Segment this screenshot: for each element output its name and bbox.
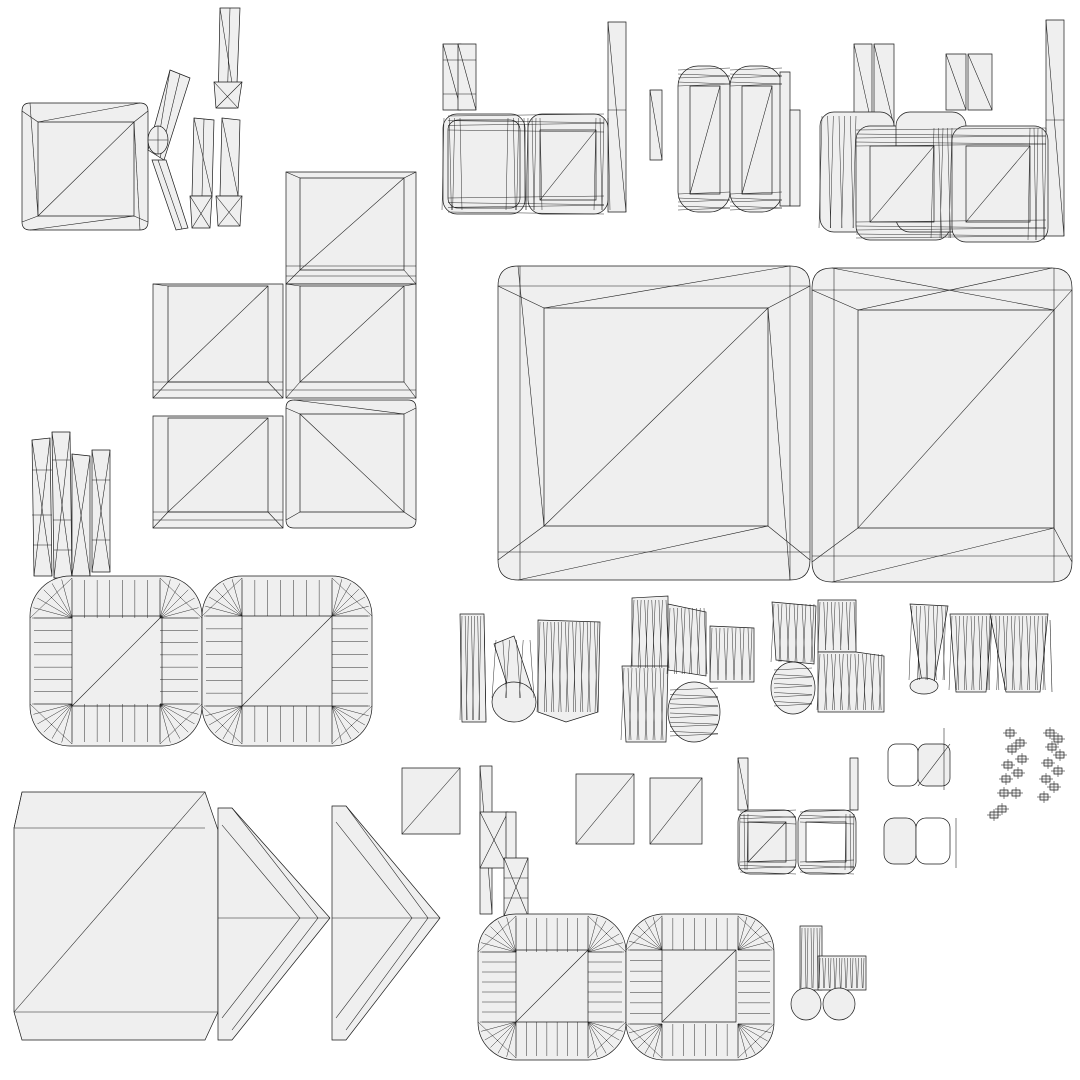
uv-island-large-square-b [812,268,1072,582]
uv-island-rounded-cube-pair-left [30,576,372,746]
uv-island-tiny-pieces [987,727,1067,821]
uv-island-small-looped-cubes [738,728,956,874]
uv-island-top-center-cubes [442,22,800,214]
uv-island-cube-cross [153,172,416,528]
uv-island-top-right-cluster [819,20,1064,242]
uv-island-bottom-right-strips [791,926,866,1020]
uv-island-cylinder-strips [460,596,1052,742]
uv-island-large-square-a [498,266,810,580]
uv-island-small-strips [148,8,242,230]
uv-island-triangle-flap-a [218,808,330,1040]
uv-island-large-square-bottom-left [14,792,218,1040]
uv-island-small-panels [402,768,702,844]
uv-island-center-bottom-strips [480,766,528,916]
uv-island-small-cube-face [22,103,148,230]
uv-island-rounded-cube-pair-bottom [478,914,774,1060]
uv-island-left-strips [32,432,110,578]
uv-island-triangle-flap-b [332,806,440,1040]
